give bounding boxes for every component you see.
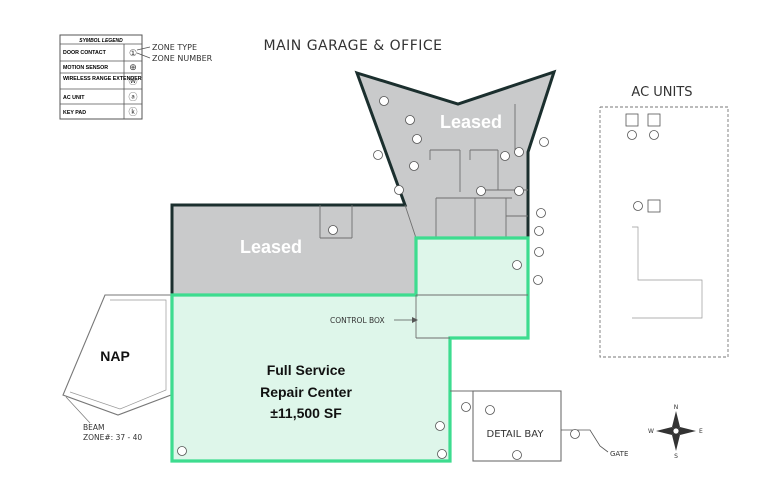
ac-unit-icon <box>633 201 643 211</box>
sensor-icon <box>461 402 471 412</box>
ac-unit-icon <box>649 130 659 140</box>
sensor-icon <box>533 275 543 285</box>
legend-row-key-pad: KEY PAD <box>63 110 86 116</box>
sensor-icon <box>328 225 338 235</box>
repair-center-line2: Repair Center <box>260 384 352 400</box>
zone-type-annotation: ZONE TYPE <box>152 43 197 52</box>
ac-units-enclosure: AC UNITS <box>599 85 729 358</box>
gate-label: GATE <box>610 450 628 458</box>
legend-title: SYMBOL LEGEND <box>79 38 123 44</box>
leased-label-left: Leased <box>240 237 302 257</box>
repair-center-area: Full Service Repair Center ±11,500 SF <box>170 236 530 463</box>
sensor-icon <box>379 96 389 106</box>
legend-row-ac-unit: AC UNIT <box>63 95 85 101</box>
control-box: CONTROL BOX <box>330 316 418 325</box>
sensor-icon <box>514 147 524 157</box>
legend-row-wireless-extender-text: WIRELESS RANGE EXTENDER <box>63 76 142 82</box>
sensor-icon <box>500 151 510 161</box>
nap-area: NAP <box>62 294 172 416</box>
zone-number-annotation: ZONE NUMBER <box>152 54 213 63</box>
sensor-icon <box>536 208 546 218</box>
detail-bay: DETAIL BAY GATE <box>450 390 628 462</box>
sensor-icon <box>394 185 404 195</box>
sensor-icon <box>485 405 495 415</box>
motion-sensor-symbol-icon: ⊕ <box>129 62 137 72</box>
range-extender-symbol-icon: Ⓦ <box>128 76 137 86</box>
sensor-icon <box>539 137 549 147</box>
beam-annotation: BEAM ZONE#: 37 - 40 <box>65 396 142 442</box>
sensor-icon <box>409 161 419 171</box>
sensor-icon <box>570 429 580 439</box>
sensor-icon <box>514 186 524 196</box>
sensor-icon <box>534 247 544 257</box>
zone-range-label: ZONE#: 37 - 40 <box>83 433 142 442</box>
control-box-label: CONTROL BOX <box>330 316 385 325</box>
beam-label: BEAM <box>83 423 105 432</box>
compass-west: W <box>648 428 654 435</box>
symbol-legend: SYMBOL LEGEND DOOR CONTACT MOTION SENSOR… <box>59 34 213 120</box>
compass-south: S <box>674 453 678 460</box>
repair-center-area-size: ±11,500 SF <box>270 405 342 421</box>
compass-rose-icon: N S E W <box>648 404 703 460</box>
legend-row-motion-sensor: MOTION SENSOR <box>63 65 108 71</box>
sensor-icon <box>412 134 422 144</box>
ac-units-label: AC UNITS <box>631 85 692 100</box>
compass-east: E <box>699 428 703 435</box>
leased-label-top: Leased <box>440 112 502 132</box>
sensor-icon <box>437 449 447 459</box>
sensor-icon <box>512 450 522 460</box>
plan-title: MAIN GARAGE & OFFICE <box>263 38 442 54</box>
legend-row-wireless-extender: WIRELESS RANGE EXTENDER <box>63 76 142 82</box>
door-contact-symbol-icon: ① <box>129 48 137 58</box>
ac-unit-icon <box>627 130 637 140</box>
sensor-icon <box>177 446 187 456</box>
sensor-icon <box>405 115 415 125</box>
sensor-symbols <box>177 96 580 460</box>
detail-bay-label: DETAIL BAY <box>487 429 545 440</box>
sensor-icon <box>373 150 383 160</box>
sensor-icon <box>534 226 544 236</box>
sensor-icon <box>476 186 486 196</box>
ac-unit-symbol-icon: ⓐ <box>128 92 137 102</box>
sensor-icon <box>435 421 445 431</box>
repair-center-line1: Full Service <box>267 362 346 378</box>
compass-north: N <box>674 404 679 411</box>
legend-row-door-contact: DOOR CONTACT <box>63 50 107 56</box>
key-pad-symbol-icon: ⓚ <box>128 107 137 117</box>
sensor-icon <box>512 260 522 270</box>
nap-label: NAP <box>100 348 130 364</box>
